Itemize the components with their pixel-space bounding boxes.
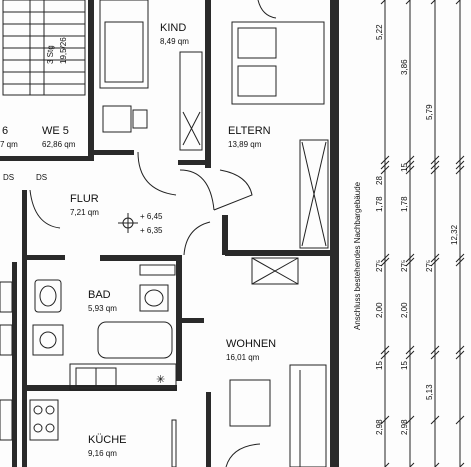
room-area-kueche: 9,16 qm <box>88 449 117 458</box>
dimension-col2-0: 3,86 <box>400 59 409 75</box>
outer-wall-east <box>330 0 339 467</box>
kind-furniture <box>99 0 203 196</box>
door-swing-bad <box>183 221 211 256</box>
staircase: 3 Stg 19,5/26 <box>2 0 86 96</box>
wall-bad-kueche <box>27 385 177 391</box>
wall-bad-east <box>176 261 182 381</box>
wall-stair-south <box>0 156 94 161</box>
stove <box>29 399 59 441</box>
wall-flur-west-south <box>25 255 65 260</box>
tag-ds-left: DS <box>3 173 14 182</box>
bathtub <box>97 321 173 359</box>
level-upper: + 6,45 <box>140 212 163 221</box>
door-swing-flur-right <box>179 169 215 211</box>
appliance-symbol: ✳ <box>156 374 165 386</box>
dimension-labels: 5,22 28 1,78 27⁵ 2,00 15 2,98 3,86 15 1,78 27⁵ 2,00… <box>375 24 459 435</box>
dimension-col1-6: 2,98 <box>375 419 384 435</box>
dimension-col3-0: 5,79 <box>425 104 434 120</box>
level-lower: + 6,35 <box>140 226 163 235</box>
dimension-lines <box>380 0 465 467</box>
room-name-kueche: KÜCHE <box>88 434 127 446</box>
room-area-kind: 8,49 qm <box>160 37 189 46</box>
stair-label-steps: 3 Stg <box>46 45 55 64</box>
tag-ds-right: DS <box>36 173 47 182</box>
neighbour-shower <box>0 324 13 356</box>
room-name-we5: WE 5 <box>42 125 69 137</box>
wall-kind-south-b <box>178 160 205 165</box>
room-area-we6: 7 qm <box>0 140 18 149</box>
kueche-fixtures: ✳ <box>69 363 177 467</box>
kitchen-counter <box>69 363 177 391</box>
eltern-furniture <box>213 0 329 285</box>
room-name-flur: FLUR <box>70 193 99 205</box>
radiator <box>251 257 299 285</box>
wohnen-furniture <box>225 364 327 467</box>
dimension-col2-3: 27⁵ <box>400 260 409 272</box>
wall-kueche-east <box>206 392 211 467</box>
flur-elements <box>29 169 215 256</box>
wardrobe <box>99 0 149 89</box>
dimension-col2-4: 2,00 <box>400 302 409 318</box>
dimension-col2-2: 1,78 <box>400 196 409 212</box>
room-name-kind: KIND <box>160 22 186 34</box>
wall-kind-south-a <box>94 150 134 155</box>
door-swing-flur-left <box>29 189 61 229</box>
room-area-bad: 5,93 qm <box>88 304 117 313</box>
dimension-col1-3: 27⁵ <box>375 260 384 272</box>
wall-wohnen-north <box>182 318 204 323</box>
dimension-col4-0: 12,32 <box>450 224 459 245</box>
door-swing-kind <box>137 151 177 196</box>
dimension-col1-4: 2,00 <box>375 302 384 318</box>
stair-label-ratio: 19,5/26 <box>59 37 68 64</box>
room-name-we6: 6 <box>2 125 8 137</box>
wall-west-apartment <box>22 190 27 467</box>
toilet <box>34 279 62 313</box>
sofa <box>289 364 327 467</box>
walls <box>0 0 339 467</box>
room-name-bad: BAD <box>88 289 111 301</box>
room-area-eltern: 13,89 qm <box>228 140 262 149</box>
neighbour-note: Anschluss bestehendes Nachbargebäude <box>353 181 362 330</box>
dimension-col1-5: 15 <box>375 361 384 370</box>
dimension-col1-1: 28 <box>375 176 384 185</box>
wall-flur-bad <box>100 255 182 261</box>
neighbour-fixtures <box>0 281 59 441</box>
room-area-flur: 7,21 qm <box>70 208 99 217</box>
wall-eltern-south <box>225 250 330 256</box>
room-name-wohnen: WOHNEN <box>226 338 276 350</box>
neighbour-toilet <box>0 281 13 313</box>
room-name-eltern: ELTERN <box>228 125 271 137</box>
wall-eltern-west <box>222 215 228 255</box>
table <box>229 379 271 427</box>
double-bed <box>231 21 325 105</box>
dimension-col3-2: 5,13 <box>425 384 434 400</box>
desk <box>102 105 132 133</box>
dimension-col3-1: 27⁵ <box>425 260 434 272</box>
neighbour-stove <box>0 399 13 441</box>
kitchen-door-frame <box>171 419 177 467</box>
dimension-col1-2: 1,78 <box>375 196 384 212</box>
door-swing-eltern-top <box>257 0 277 19</box>
shower <box>32 324 64 356</box>
bed-kind <box>179 51 203 151</box>
washbasin <box>139 284 169 312</box>
wall-neighbour <box>12 262 17 467</box>
dimension-col1-0: 5,22 <box>375 24 384 40</box>
bad-shelf <box>139 264 176 276</box>
door-swing-eltern <box>213 169 253 211</box>
wardrobe-eltern <box>299 139 329 249</box>
wall-kind-eltern <box>205 0 211 168</box>
bad-fixtures <box>32 264 176 359</box>
room-area-we5: 62,86 qm <box>42 140 76 149</box>
room-labels: KIND 8,49 qm ELTERN 13,89 qm WE 5 62,86 … <box>0 22 276 458</box>
dimension-col2-5: 15 <box>400 361 409 370</box>
door-swing-wohnen <box>225 443 261 467</box>
room-area-wohnen: 16,01 qm <box>226 353 260 362</box>
wall-stair-kind <box>88 0 94 158</box>
chair <box>132 109 148 129</box>
dimension-col2-1: 15 <box>400 163 409 172</box>
dimension-col2-6: 2,98 <box>400 419 409 435</box>
